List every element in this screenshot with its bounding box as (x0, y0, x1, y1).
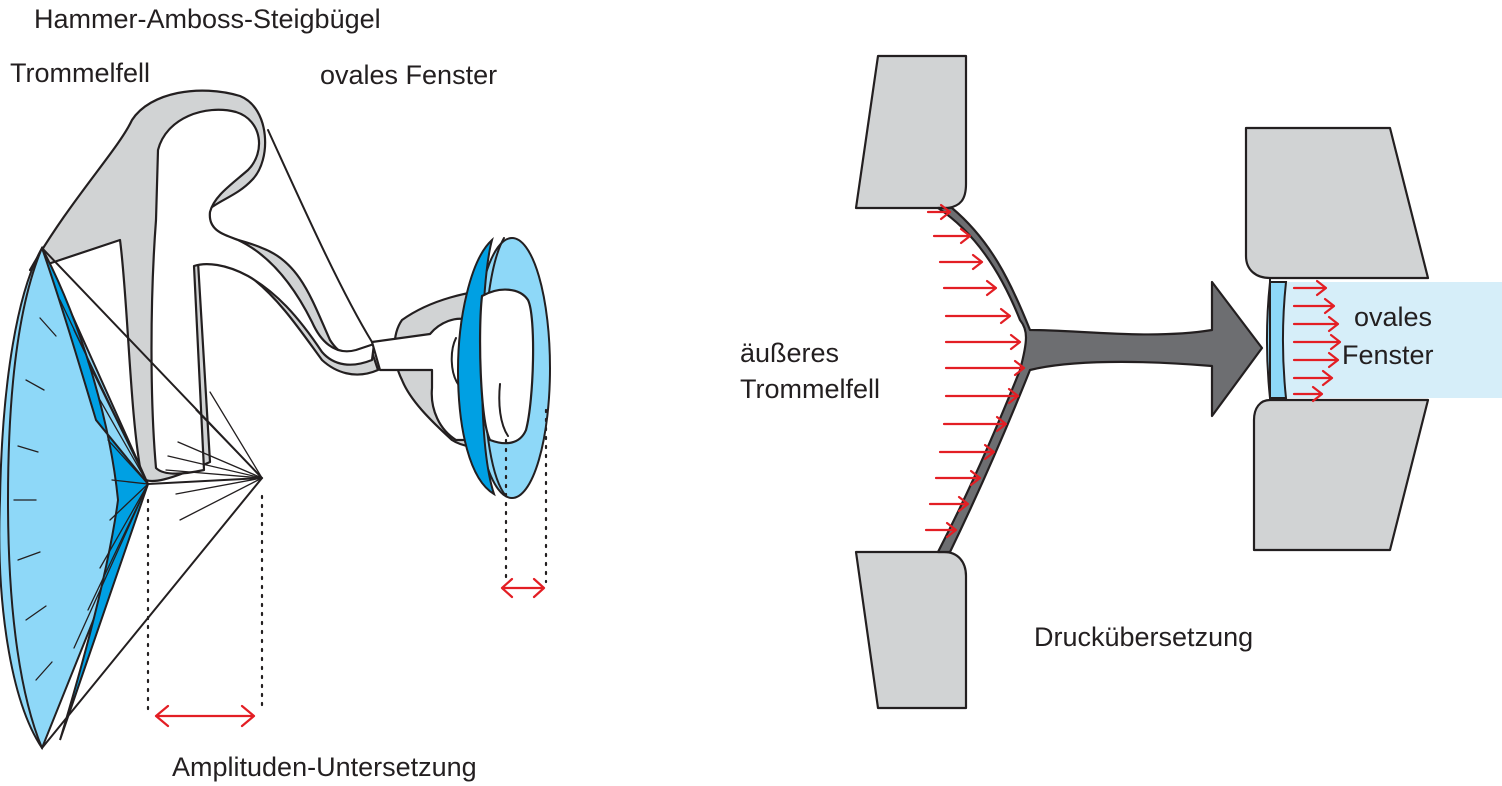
pressure-arrows-eardrum (924, 203, 1026, 539)
lever-funnel (936, 206, 1264, 554)
label-pressure-transformation: Druckübersetzung (1034, 622, 1253, 652)
upper-left-bone (854, 54, 968, 210)
stapes-footplate (478, 288, 535, 445)
eardrum-radial-lines (13, 299, 263, 681)
eardrum-cone (0, 245, 150, 751)
label-oval-window-line2: Fenster (1342, 340, 1434, 370)
label-outer-eardrum-line2: Trommelfell (740, 374, 880, 404)
lower-right-bone (1252, 398, 1430, 552)
amplitude-arrow-eardrum (154, 704, 256, 728)
label-amplitude-reduction: Amplituden-Untersetzung (172, 752, 477, 782)
label-oval-window-line1: ovales (1354, 302, 1432, 332)
amplitude-arrow-window (500, 577, 546, 599)
upper-right-bone (1244, 126, 1430, 280)
oval-window-membrane-right (1266, 281, 1288, 399)
pressure-arrows-window (1292, 279, 1342, 403)
label-eardrum: Trommelfell (10, 58, 150, 88)
pressure-transformation-panel (854, 54, 1502, 710)
incus-body (150, 108, 376, 475)
amplitude-reduction-panel (0, 89, 551, 751)
label-oval-window: ovales Fenster (320, 60, 497, 90)
label-ossicles: Hammer-Amboss-Steigbügel (34, 4, 381, 34)
label-outer-eardrum-line1: äußeres (740, 338, 839, 368)
malleus-bone (28, 89, 380, 483)
lower-left-bone (854, 550, 968, 710)
